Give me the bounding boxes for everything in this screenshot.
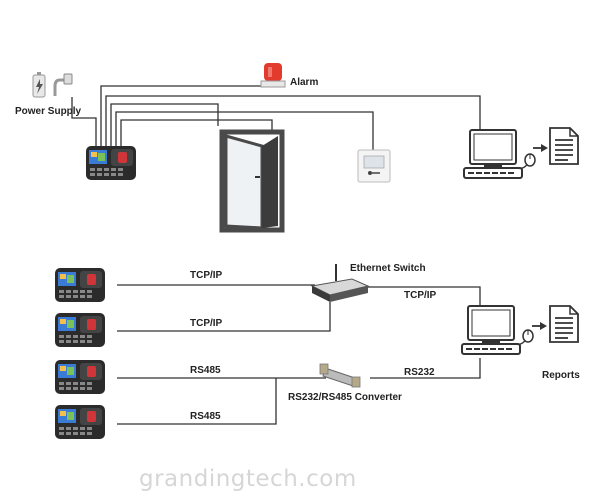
- alarm-label: Alarm: [290, 77, 318, 88]
- battery-icon: [32, 72, 46, 98]
- control-wires: [71, 85, 481, 150]
- computer-icon: [461, 305, 521, 355]
- arrow-icon: [531, 321, 548, 331]
- report-document-icon: [549, 305, 579, 343]
- arrow-icon: [532, 143, 549, 153]
- converter-icon: [319, 363, 361, 388]
- watermark: grandingtech.com: [139, 466, 357, 492]
- network-wires: [117, 284, 481, 425]
- fingerprint-terminal-icon: [86, 146, 136, 180]
- fingerprint-terminal-icon: [55, 313, 105, 347]
- power-supply-label: Power Supply: [15, 106, 82, 117]
- report-document-icon: [549, 127, 579, 165]
- tcpip-label-terminal-1: TCP/IP: [190, 270, 223, 281]
- rs485-label-terminal-4: RS485: [190, 411, 221, 422]
- mouse-icon: [522, 329, 534, 343]
- mouse-icon: [524, 153, 536, 167]
- computer-icon: [463, 129, 523, 179]
- fingerprint-terminal-icon: [55, 268, 105, 302]
- alarm-siren-icon: [260, 63, 286, 88]
- fingerprint-terminal-icon: [55, 405, 105, 439]
- tcpip-label-terminal-2: TCP/IP: [190, 318, 223, 329]
- ethernet-switch-label: Ethernet Switch: [350, 263, 426, 274]
- rs485-label-terminal-3: RS485: [190, 365, 221, 376]
- reports-label: Reports: [542, 370, 580, 381]
- converter-label: RS232/RS485 Converter: [288, 392, 402, 403]
- door-icon: [219, 129, 285, 233]
- fingerprint-terminal-icon: [55, 360, 105, 394]
- rs232-label: RS232: [404, 367, 435, 378]
- router-icon: [310, 264, 370, 302]
- tcpip-label-switch-pc: TCP/IP: [404, 290, 437, 301]
- plug-icon: [53, 73, 73, 96]
- exit-button-icon: [357, 149, 391, 183]
